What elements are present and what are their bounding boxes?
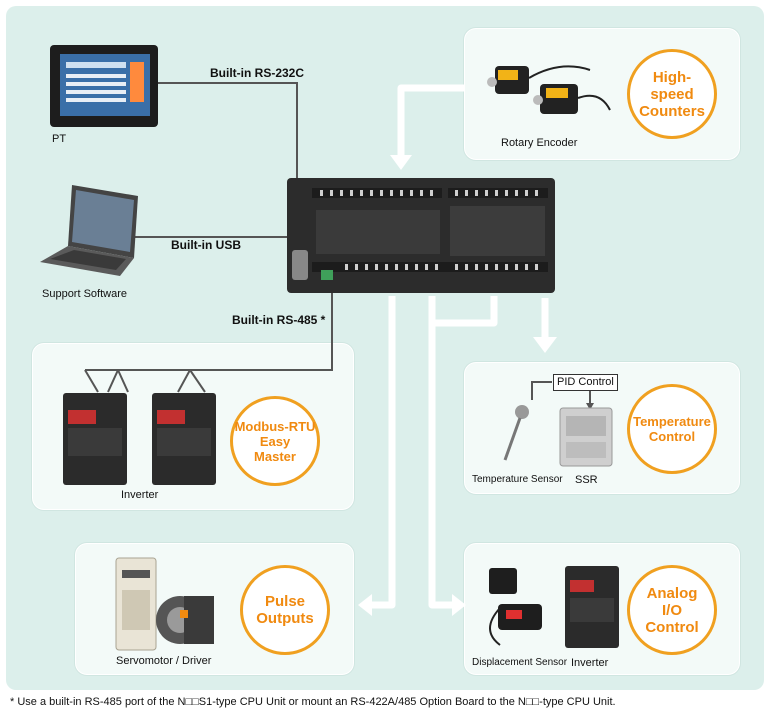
label-pt: PT: [52, 133, 67, 145]
label-servomotor-driver: Servomotor / Driver: [116, 655, 212, 667]
function-modbus-rtu: Modbus-RTU Easy Master: [230, 396, 320, 486]
label-support-software: Support Software: [42, 288, 127, 300]
function-high-speed-counters: High- speed Counters: [627, 49, 717, 139]
label-ssr: SSR: [575, 474, 598, 486]
label-rs232c: Built-in RS-232C: [210, 66, 305, 80]
label-inverter-modbus: Inverter: [121, 489, 159, 501]
label-pid-control: PID Control: [553, 374, 618, 391]
function-pulse-outputs: Pulse Outputs: [240, 565, 330, 655]
label-rotary-encoder: Rotary Encoder: [501, 137, 578, 149]
label-displacement-sensor: Displacement Sensor: [472, 657, 568, 668]
footnote: * Use a built-in RS-485 port of the N□□S…: [10, 696, 616, 708]
function-analog-io: Analog I/O Control: [627, 565, 717, 655]
label-inverter-analog: Inverter: [571, 657, 609, 669]
label-rs485: Built-in RS-485 *: [232, 313, 326, 327]
label-temperature-sensor: Temperature Sensor: [472, 474, 563, 485]
label-usb: Built-in USB: [171, 238, 241, 252]
function-temperature-control: Temperature Control: [627, 384, 717, 474]
